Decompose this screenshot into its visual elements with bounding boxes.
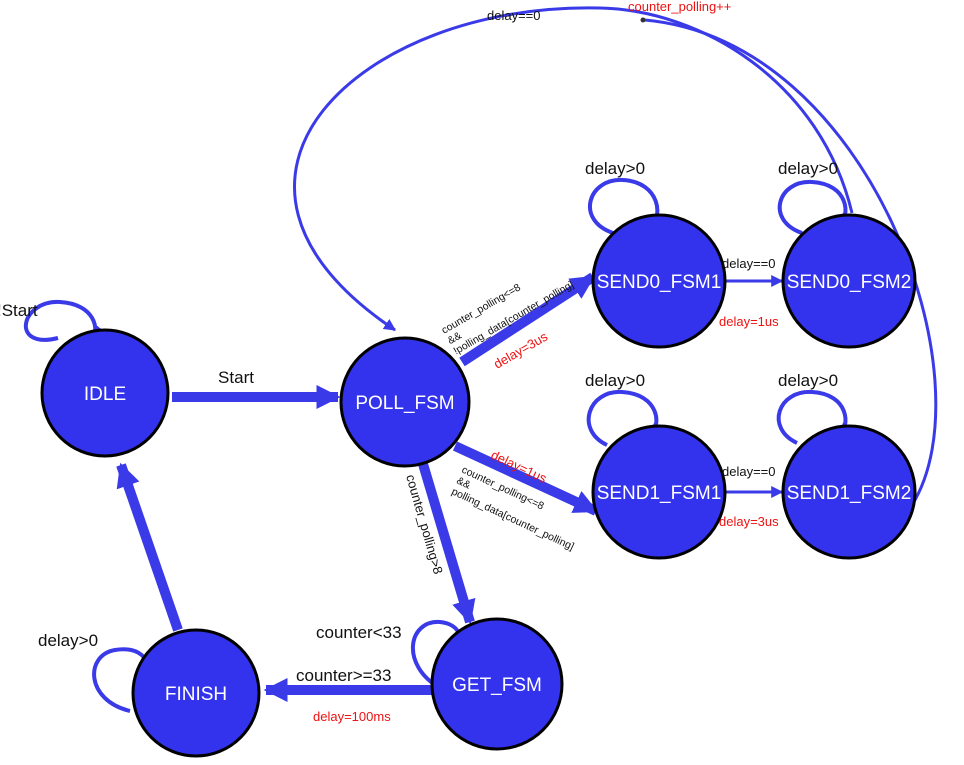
state-poll-fsm: POLL_FSM [339, 336, 471, 468]
label-idle-self: !Start [0, 301, 38, 320]
label-send1-fsm1-self: delay>0 [585, 371, 645, 390]
self-loop-send1-fsm1 [586, 389, 665, 447]
label-get-self: counter<33 [316, 623, 402, 642]
label-get-to-finish-cond: counter>=33 [296, 666, 391, 685]
state-send1-fsm1-label: SEND1_FSM1 [597, 483, 722, 504]
label-idle-to-poll: Start [218, 368, 254, 387]
label-send0-fsm1-self: delay>0 [585, 159, 645, 178]
state-send0-fsm2: SEND0_FSM2 [781, 213, 917, 349]
label-finish-self: delay>0 [38, 631, 98, 650]
self-loop-idle [24, 299, 108, 342]
label-return-action: counter_polling++ [628, 0, 731, 14]
label-send0-1-to-2-action: delay=1us [719, 314, 779, 329]
label-send0-1-to-2-cond: delay==0 [722, 256, 776, 271]
return-junction-dot [640, 17, 646, 23]
return-arc-send0 [293, 6, 854, 332]
self-loop-send0-fsm1 [588, 177, 665, 235]
label-group-poll-to-send0: counter_polling<=8 && !polling_data[coun… [440, 279, 576, 358]
state-get-fsm-label: GET_FSM [452, 675, 542, 696]
label-get-to-finish-action: delay=100ms [313, 709, 391, 724]
state-send0-fsm1-label: SEND0_FSM1 [597, 272, 722, 293]
state-send1-fsm1: SEND1_FSM1 [591, 424, 727, 560]
edge-poll-to-send0 [459, 272, 596, 367]
state-get-fsm: GET_FSM [430, 617, 564, 751]
state-idle-label: IDLE [84, 384, 126, 405]
self-loop-send0-fsm2 [777, 179, 854, 235]
state-send0-fsm1: SEND0_FSM1 [591, 213, 727, 349]
label-send1-1-to-2-action: delay=3us [719, 514, 779, 529]
edge-poll-to-send1 [452, 441, 599, 516]
state-poll-fsm-label: POLL_FSM [355, 393, 454, 414]
state-finish-label: FINISH [165, 684, 227, 705]
label-poll-to-send1-cond2: && [455, 475, 473, 492]
label-send1-1-to-2-cond: delay==0 [722, 464, 776, 479]
return-arc-send1 [644, 18, 938, 506]
self-loop-send1-fsm2 [776, 389, 854, 445]
label-return-cond: delay==0 [487, 8, 541, 23]
edge-finish-to-idle [116, 462, 183, 632]
label-send0-fsm2-self: delay>0 [778, 159, 838, 178]
state-finish: FINISH [131, 628, 261, 758]
state-idle: IDLE [40, 328, 170, 458]
state-send0-fsm2-label: SEND0_FSM2 [787, 272, 912, 293]
state-send1-fsm2: SEND1_FSM2 [781, 424, 917, 560]
state-send1-fsm2-label: SEND1_FSM2 [787, 483, 912, 504]
edge-poll-to-get [418, 462, 476, 625]
label-send1-fsm2-self: delay>0 [778, 371, 838, 390]
